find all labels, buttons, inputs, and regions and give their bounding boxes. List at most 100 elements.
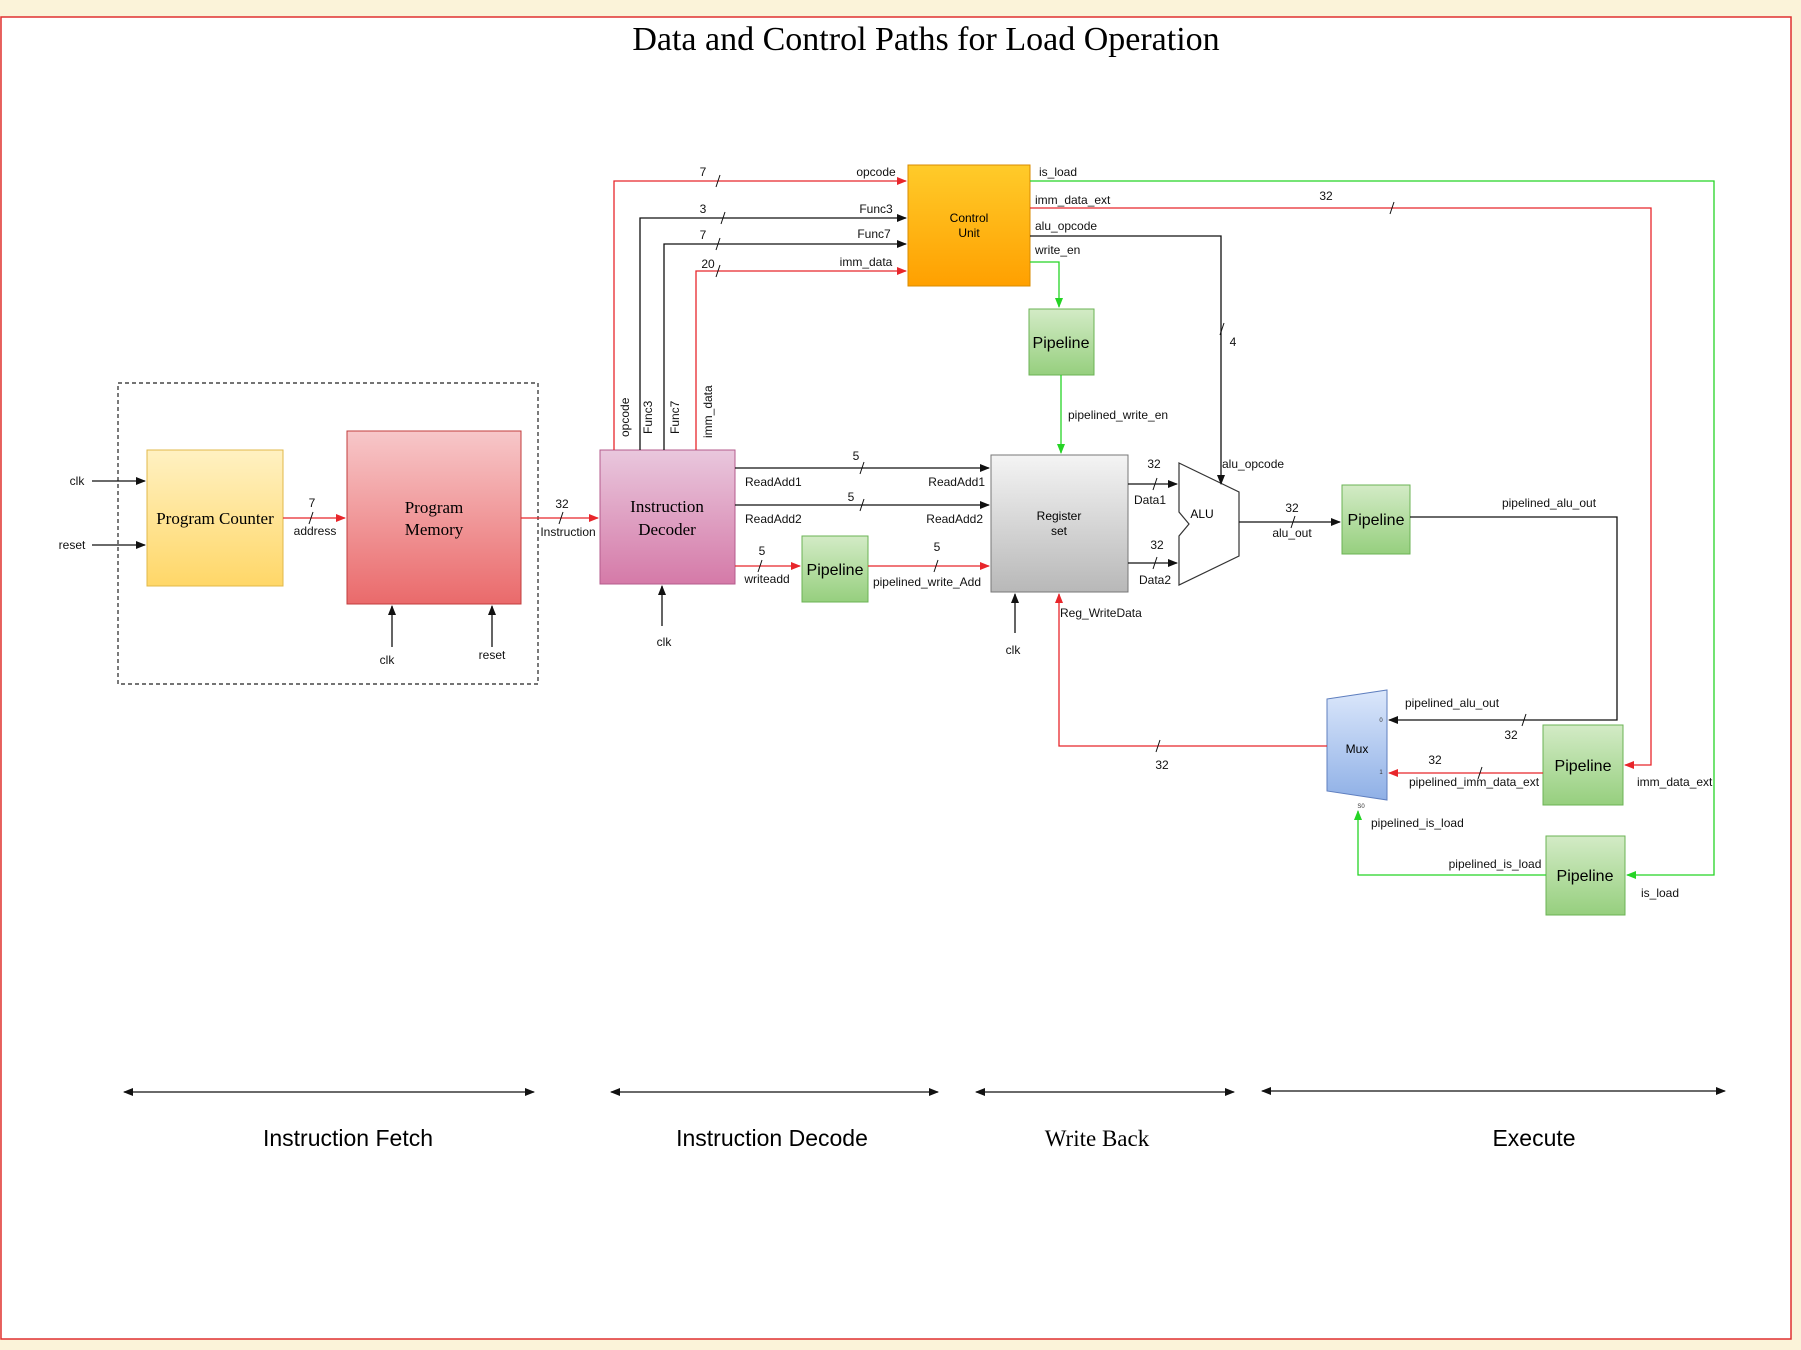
control-unit-block: Control Unit [907, 164, 1031, 287]
label-pipelined-alu-out-mux: pipelined_alu_out [1405, 696, 1500, 710]
label-width-alu-opcode: 4 [1230, 335, 1237, 349]
instruction-decoder-label-1: Instruction [630, 497, 704, 516]
label-width-readadd1: 5 [853, 449, 860, 463]
bus-width-slashes [308, 174, 1527, 780]
label-imm-data-vertical: imm_data [701, 385, 715, 438]
label-width-imm-data: 20 [701, 257, 715, 271]
program-memory-label-2: Memory [405, 520, 464, 539]
label-imm-data-ext-cu: imm_data_ext [1035, 193, 1111, 207]
instruction-decoder-label-2: Decoder [638, 520, 696, 539]
alu-label: ALU [1190, 507, 1213, 521]
label-pipelined-alu-out-top: pipelined_alu_out [1502, 496, 1597, 510]
label-width-pipelined-write-add: 5 [934, 540, 941, 554]
label-width-address: 7 [309, 496, 316, 510]
mux-label: Mux [1346, 742, 1369, 756]
program-memory-label-1: Program [405, 498, 464, 517]
label-width-data1: 32 [1147, 457, 1161, 471]
label-width-func7: 7 [700, 228, 707, 242]
label-width-readadd2: 5 [848, 490, 855, 504]
stage-arrows [123, 1087, 1726, 1096]
pipeline-label: Pipeline [1033, 335, 1090, 352]
wire-alu-opcode [1030, 235, 1225, 485]
label-width-instruction: 32 [555, 497, 569, 511]
label-address: address [294, 524, 337, 538]
program-counter-label: Program Counter [156, 509, 274, 528]
label-alu-opcode-alu: alu_opcode [1222, 457, 1284, 471]
label-readadd2-src: ReadAdd2 [745, 512, 802, 526]
label-imm-data-ext-pipe: imm_data_ext [1637, 775, 1713, 789]
label-clk-reg: clk [1006, 643, 1022, 657]
control-unit-label-2: Unit [958, 226, 980, 240]
label-width-pipelined-alu-out: 32 [1504, 728, 1518, 742]
pipeline-block-is-load: Pipeline [1545, 835, 1626, 916]
page-frame [0, 16, 1792, 1340]
wire-func7 [663, 240, 907, 450]
pipeline-block-write-add: Pipeline [801, 535, 869, 603]
label-readadd1-dst: ReadAdd1 [928, 475, 985, 489]
stage-label-fetch: Instruction Fetch [263, 1125, 433, 1151]
wire-imm-data [695, 267, 907, 450]
pipeline-block-imm-data-ext: Pipeline [1542, 724, 1624, 806]
label-width-writeadd: 5 [759, 544, 766, 558]
wire-pipelined-alu-out [1388, 516, 1618, 724]
label-readadd2-dst: ReadAdd2 [926, 512, 983, 526]
stage-label-decode: Instruction Decode [676, 1125, 868, 1151]
label-reset-pc: reset [59, 538, 86, 552]
wire-opcode [613, 177, 907, 450]
pipeline-label: Pipeline [1348, 512, 1405, 529]
register-set-label-1: Register [1037, 509, 1082, 523]
pipeline-label: Pipeline [1557, 868, 1614, 885]
label-width-data2: 32 [1150, 538, 1164, 552]
label-alu-out: alu_out [1272, 526, 1312, 540]
label-width-pipelined-imm: 32 [1428, 753, 1442, 767]
label-opcode-vertical: opcode [618, 397, 632, 437]
label-reset-pm: reset [479, 648, 506, 662]
pipeline-block-alu-out: Pipeline [1341, 484, 1411, 555]
label-write-en: write_en [1034, 243, 1080, 257]
label-imm-data-cu: imm_data [840, 255, 893, 269]
label-width-reg-writedata: 32 [1155, 758, 1169, 772]
mux-block: Mux 0 1 S0 [1326, 689, 1388, 810]
register-set-label-2: set [1051, 524, 1068, 538]
label-opcode-cu: opcode [856, 165, 896, 179]
label-func3-vertical: Func3 [641, 400, 655, 434]
mux-pin-1: 1 [1379, 770, 1383, 776]
label-clk-id: clk [657, 635, 673, 649]
label-readadd1-src: ReadAdd1 [745, 475, 802, 489]
signal-labels: clk reset 7 address clk reset 32 Instruc… [59, 165, 1713, 900]
label-pipelined-imm-data-ext: pipelined_imm_data_ext [1409, 775, 1540, 789]
label-func3-cu: Func3 [859, 202, 893, 216]
label-width-opcode: 7 [700, 165, 707, 179]
wire-is-load [1030, 180, 1715, 879]
label-width-alu-out: 32 [1285, 501, 1299, 515]
stage-label-writeback: Write Back [1045, 1126, 1150, 1151]
control-unit-label-1: Control [950, 211, 989, 225]
program-memory-block: Program Memory [346, 430, 522, 605]
label-pipelined-is-load-pipe: pipelined_is_load [1449, 857, 1542, 871]
label-clk-pm: clk [380, 653, 396, 667]
label-pipelined-write-add: pipelined_write_Add [873, 575, 981, 589]
label-is-load-cu: is_load [1039, 165, 1077, 179]
wire-write-en [1030, 261, 1063, 308]
label-instruction: Instruction [540, 525, 595, 539]
pipeline-label: Pipeline [807, 562, 864, 579]
label-pipelined-write-en: pipelined_write_en [1068, 408, 1168, 422]
wire-imm-data-ext [1030, 207, 1652, 769]
label-func7-vertical: Func7 [668, 400, 682, 434]
diagram-title: Data and Control Paths for Load Operatio… [632, 21, 1219, 58]
register-set-block: Register set [990, 454, 1129, 593]
stage-label-execute: Execute [1492, 1125, 1575, 1151]
pipeline-label: Pipeline [1555, 758, 1612, 775]
mux-pin-0: 0 [1379, 718, 1383, 724]
wire-pipelined-is-load [1354, 810, 1546, 876]
wire-reg-writedata [1055, 593, 1327, 747]
wire-func3 [639, 214, 907, 450]
label-is-load-pipe: is_load [1641, 886, 1679, 900]
program-counter-block: Program Counter [146, 449, 284, 587]
label-alu-opcode-cu: alu_opcode [1035, 219, 1097, 233]
alu-block: ALU [1178, 462, 1240, 586]
label-width-imm-data-ext: 32 [1319, 189, 1333, 203]
mux-pin-sel: S0 [1357, 804, 1365, 810]
label-width-func3: 3 [700, 202, 707, 216]
